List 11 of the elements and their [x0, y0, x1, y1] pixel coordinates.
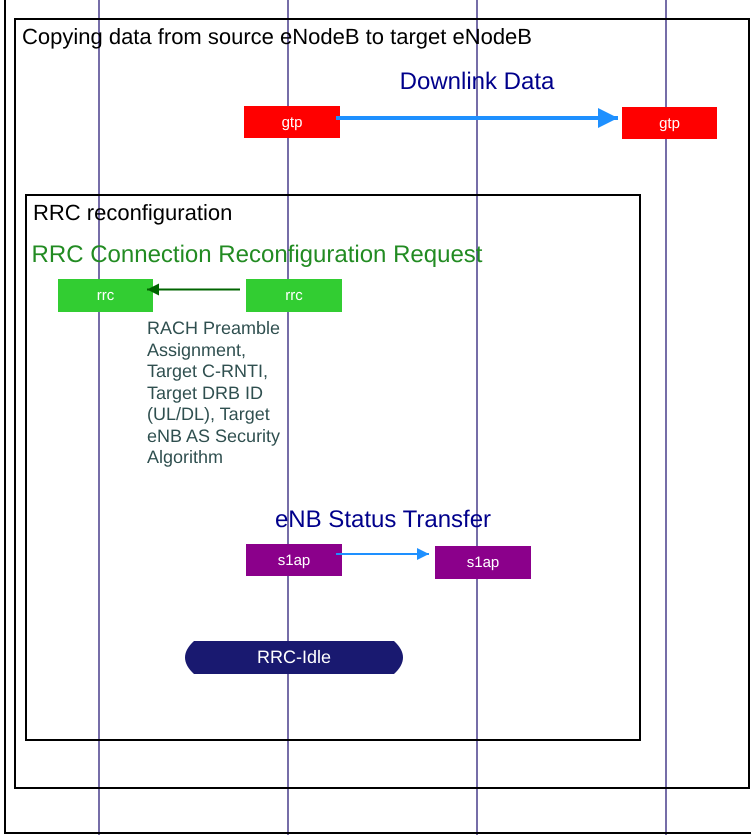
message-box: s1ap — [435, 546, 531, 579]
message-box: gtp — [244, 106, 340, 138]
arrow — [147, 284, 240, 296]
message-parameters: RACH Preamble Assignment, Target C-RNTI, Target DRB ID (UL/DL), Target eNB AS Security Algorithm — [147, 318, 282, 468]
arrow — [336, 548, 429, 560]
message-box: rrc — [58, 279, 153, 312]
message-box: gtp — [622, 107, 717, 139]
message-box: s1ap — [246, 544, 342, 576]
group-frame — [25, 194, 641, 741]
message-box: rrc — [246, 279, 342, 312]
arrow — [336, 108, 618, 128]
